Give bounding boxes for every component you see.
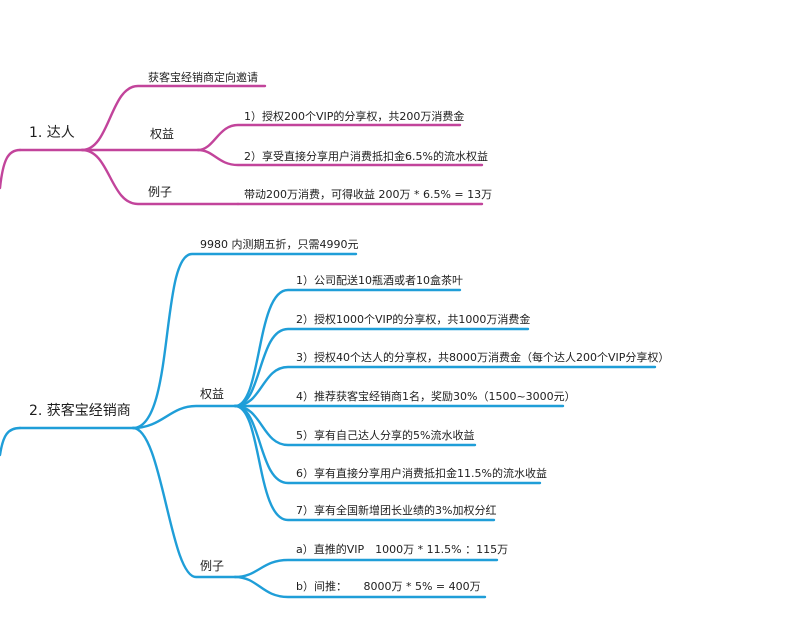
node-daren-rights: 权益: [150, 127, 175, 141]
node-dealer-example-a: a）直推的VIP 1000万 * 11.5% ：115万: [296, 543, 509, 556]
node-dealer-price: 9980 内测期五折，只需4990元: [200, 238, 359, 251]
node-daren-example: 例子: [148, 185, 173, 199]
link-example2-itemB: [233, 575, 487, 599]
node-dealer-right-2: 2）授权1000个VIP的分享权，共1000万消费金: [296, 313, 531, 326]
link-rights-to-item2: [196, 148, 484, 167]
link-daren-to-example: [80, 148, 240, 206]
node-dealer-rights: 权益: [200, 387, 225, 401]
node-dealer-right-6: 6）享有直接分享用户消费抵扣金11.5%的流水收益: [296, 467, 547, 480]
link-rights-to-item1: [196, 123, 462, 152]
node-daren-right-2: 2）享受直接分享用户消费抵扣金6.5%的流水权益: [244, 150, 488, 163]
link-rights2-item2: [233, 327, 530, 408]
node-daren-example-text: 带动200万消费，可得收益 200万 * 6.5% = 13万: [244, 188, 493, 201]
link-daren-to-invite: [80, 84, 267, 152]
link-root-to-dealer: [0, 426, 22, 457]
node-dealer-example-b: b）间推： 8000万 * 5% = 400万: [296, 580, 481, 593]
link-dealer-to-example: [131, 426, 237, 579]
node-dealer-right-5: 5）享有自己达人分享的5%流水收益: [296, 429, 475, 442]
node-dealer-right-7: 7）享有全国新增团长业绩的3%加权分红: [296, 504, 497, 517]
link-example2-itemA: [233, 558, 499, 579]
link-rights2-item7: [233, 404, 496, 522]
node-dealer-right-3: 3）授权40个达人的分享权，共8000万消费金（每个达人200个VIP分享权）: [296, 351, 670, 364]
node-daren-invite: 获客宝经销商定向邀请: [148, 71, 258, 84]
node-daren-right-1: 1）授权200个VIP的分享权，共200万消费金: [244, 110, 465, 123]
node-daren: 1. 达人: [29, 125, 75, 141]
link-root-to-daren: [0, 148, 22, 190]
link-dealer-to-price: [131, 252, 358, 430]
link-dealer-to-rights: [131, 404, 237, 430]
node-dealer: 2. 获客宝经销商: [29, 403, 131, 419]
node-dealer-right-4: 4）推荐获客宝经销商1名，奖励30%（1500~3000元）: [296, 390, 576, 403]
link-rights2-item3: [233, 365, 657, 408]
link-rights2-item1: [233, 288, 462, 408]
node-dealer-right-1: 1）公司配送10瓶酒或者10盒茶叶: [296, 274, 463, 287]
node-dealer-example: 例子: [200, 559, 225, 573]
